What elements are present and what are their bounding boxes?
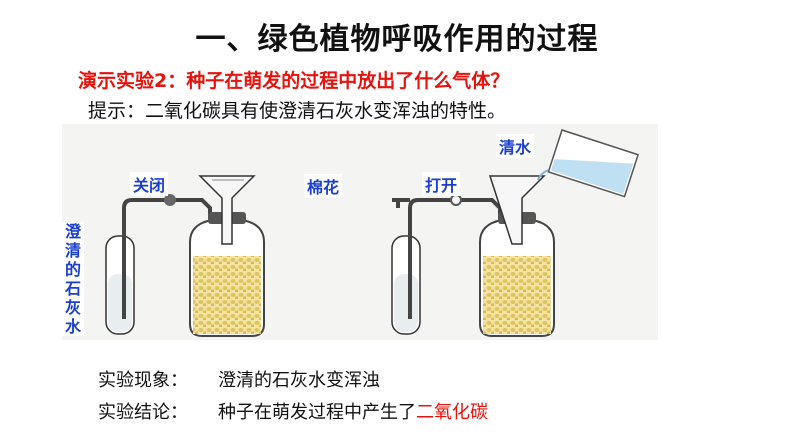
demo-question: 演示实验2：种子在萌发的过程中放出了什么气体？ [78,70,510,92]
conclusion-highlight: 二氧化碳 [416,402,488,423]
clamp-closed [164,194,176,206]
limewater-left [108,274,132,332]
label-water: 清水 [496,134,535,158]
seeds-right [483,256,551,334]
label-cotton: 棉花 [304,174,343,198]
left-apparatus [105,175,265,337]
gas-tube-left [122,198,170,319]
phenomenon-label: 实验现象： [98,370,188,391]
beaker-water [547,129,640,198]
limewater-right [394,274,418,332]
label-open: 打开 [422,172,461,196]
conclusion-main: 种子在萌发过程中产生了 [218,402,416,423]
hint-text: 提示：二氧化碳具有使澄清石灰水变浑浊的特性。 [88,100,507,122]
page-title: 一、绿色植物呼吸作用的过程 [195,22,599,57]
phenomenon-text: 澄清的石灰水变浑浊 [218,370,380,391]
label-limewater: 澄清的石灰水 [62,222,84,336]
funnel-left [198,175,256,245]
label-closed: 关闭 [130,172,169,196]
seeds-left [193,256,261,334]
experiment-figure [62,124,658,340]
conclusion-text: 种子在萌发过程中产生了二氧化碳 [218,398,488,424]
gas-tube-right [408,198,452,319]
conclusion-label: 实验结论： [98,402,188,423]
experiment-illustration [105,129,640,337]
funnel-right [488,175,546,245]
clamp-open [450,194,462,206]
right-apparatus [391,129,640,337]
